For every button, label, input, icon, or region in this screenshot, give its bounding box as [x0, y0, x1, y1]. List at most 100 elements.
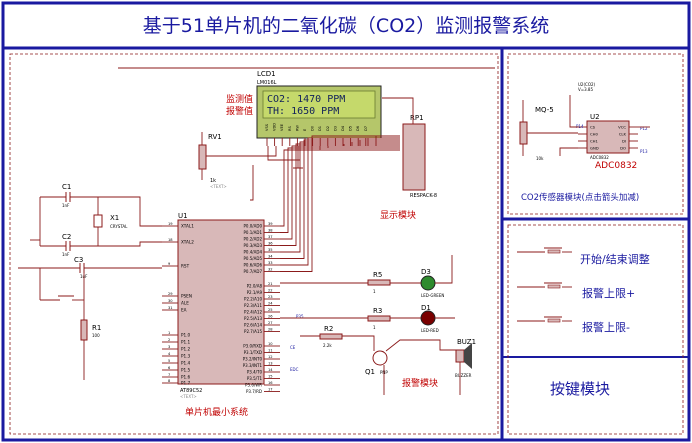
mcu-right-pin-number: 21 — [268, 282, 273, 286]
lcd-ref: LCD1 — [257, 70, 276, 78]
mcu-right-pin-label: P0.2/AD2 — [244, 237, 263, 242]
mcu-right-pin-number: 22 — [268, 289, 273, 293]
u2-right-pin-label: DI — [622, 139, 626, 144]
mcu-right-pin-number: 13 — [268, 362, 273, 366]
d1-value: LED-RED — [421, 328, 439, 333]
label-keys-module: 按键模块 — [550, 380, 610, 398]
lcd-pin-label: VDD — [273, 123, 277, 131]
key-switch-body — [547, 284, 561, 289]
label-alarm-module: 报警模块 — [402, 377, 438, 389]
mcu-right-pin-label: P2.0/A8 — [247, 284, 263, 289]
mcu-left-pin-number: 30 — [168, 299, 173, 303]
mcu-left-pin-label: P1.1 — [181, 340, 191, 345]
mcu-left-pin-label: RST — [181, 264, 190, 269]
x1-value: CRYSTAL — [110, 224, 128, 229]
lcd-screen — [262, 90, 376, 119]
mcu-right-pin-label: P0.5/AD5 — [244, 256, 263, 261]
mcu-right-pin-number: 23 — [268, 295, 273, 299]
u2-right-pin-label: VCC — [618, 125, 626, 130]
mcu-right-pin-label: P3.2/INT0 — [243, 357, 263, 362]
bus-wire-lcd — [280, 137, 369, 266]
net-p35: P35 — [296, 314, 304, 319]
lcd-pin-label: D7 — [364, 126, 368, 131]
mcu-right-pin-number: 25 — [268, 308, 273, 312]
mcu-right-pin-label: P0.4/AD4 — [244, 250, 263, 255]
buz1-ref: BUZ1 — [457, 338, 476, 346]
rv1-group: RV1 1k <TEXT> — [198, 133, 227, 189]
lcd-pin-label: D1 — [318, 126, 322, 131]
q1-body — [372, 350, 388, 366]
mcu-body — [177, 219, 265, 385]
mcu-right-pin-number: 10 — [268, 342, 273, 346]
rp1-group: RP1 RESPACK-8 显示模块 — [380, 114, 437, 221]
mcu-right-pin-label: P0.0/AD0 — [244, 224, 263, 229]
mcu-right-pin-number: 16 — [268, 381, 273, 385]
c1-ref: C1 — [62, 183, 71, 191]
rp1-supply-wire — [382, 97, 414, 124]
mcu-left-pin-number: 3 — [168, 345, 170, 349]
mcu-left-pin-label: P1.3 — [181, 354, 191, 359]
r5-body — [367, 279, 391, 286]
bus-wire-lcd — [280, 139, 361, 259]
c1-value: 1nF — [62, 203, 70, 208]
key-switch-body — [547, 318, 561, 323]
mcu-right-pin-number: 17 — [268, 388, 273, 392]
mcu-right-pin-label: P0.6/AD6 — [244, 263, 263, 268]
xtal1-wire — [70, 196, 162, 227]
mq5-ref: MQ-5 — [535, 106, 554, 114]
mcu-right-pin-label: P3.5/T1 — [247, 376, 263, 381]
lcd-pin-label: RW — [295, 125, 299, 131]
bus-wire-lcd — [280, 146, 321, 227]
u2co2-ref: U2(CO2) — [578, 82, 596, 87]
co2-probe-wire — [569, 95, 578, 128]
mcu-left-pin-label: P1.2 — [181, 347, 191, 352]
buz1-horn — [464, 343, 472, 369]
mcu-left-pin-number: 9 — [168, 262, 171, 266]
key-1-label: 开始/结束调整 — [580, 252, 650, 266]
mcu-left-pin-label: P1.4 — [181, 361, 191, 366]
wires — [18, 67, 650, 395]
lcd-pin-label: D6 — [356, 125, 360, 131]
mcu-left-pin-label: EA — [181, 308, 187, 313]
mcu-left-pin-number: 29 — [168, 292, 173, 296]
mcu-right-pin-label: P2.3/A11 — [244, 303, 262, 308]
d3-value: LED-GREEN — [421, 293, 444, 298]
mq5-value: 10k — [536, 156, 544, 161]
mcu-left-pin-number: 31 — [168, 306, 173, 310]
r3-ref: R3 — [373, 307, 382, 315]
key-2-label: 报警上限+ — [582, 286, 635, 300]
r2-base-wire — [342, 335, 375, 351]
label-co2-module: CO2传感器模块(点击箭头加减) — [521, 192, 639, 203]
mq5-body — [519, 121, 528, 145]
d1-led — [420, 310, 436, 326]
mcu-right-pin-number: 15 — [268, 375, 273, 379]
mcu-right-pin-number: 34 — [268, 255, 273, 259]
u2-gnd-wire — [559, 147, 578, 156]
rv1-text-tag: <TEXT> — [210, 184, 227, 189]
mcu-left-pin-number: 6 — [168, 366, 171, 370]
r1-ref: R1 — [92, 324, 101, 332]
label-adc-model: ADC0832 — [595, 161, 637, 171]
mcu-right-pin-label: P3.1/TXD — [244, 350, 262, 355]
mcu-right-pin-label: P3.3/INT1 — [243, 363, 263, 368]
mcu-right-pin-number: 11 — [268, 349, 273, 353]
rp1-body — [402, 123, 426, 191]
r2-ref: R2 — [324, 325, 333, 333]
x1-ref: X1 — [110, 214, 119, 222]
u2-left-pin-label: CH1 — [590, 139, 599, 144]
r2-value: 2.2k — [323, 343, 332, 348]
mcu-left-pin-number: 2 — [168, 338, 170, 342]
mcu-right-pin-number: 26 — [268, 315, 273, 319]
lcd-label-alarm: 报警值 — [226, 105, 253, 117]
lcd-pin-label: D3 — [333, 126, 337, 131]
lcd-contrast-wire — [206, 146, 277, 157]
led-green-vcc — [435, 255, 453, 284]
mcu-right-pin-number: 27 — [268, 321, 273, 325]
bus-wire-lcd — [280, 141, 353, 253]
r1-value: 100 — [92, 333, 100, 338]
label-mcu-min: 单片机最小系统 — [185, 406, 248, 418]
mcu-right-pin-label: P3.7/RD — [246, 389, 262, 394]
